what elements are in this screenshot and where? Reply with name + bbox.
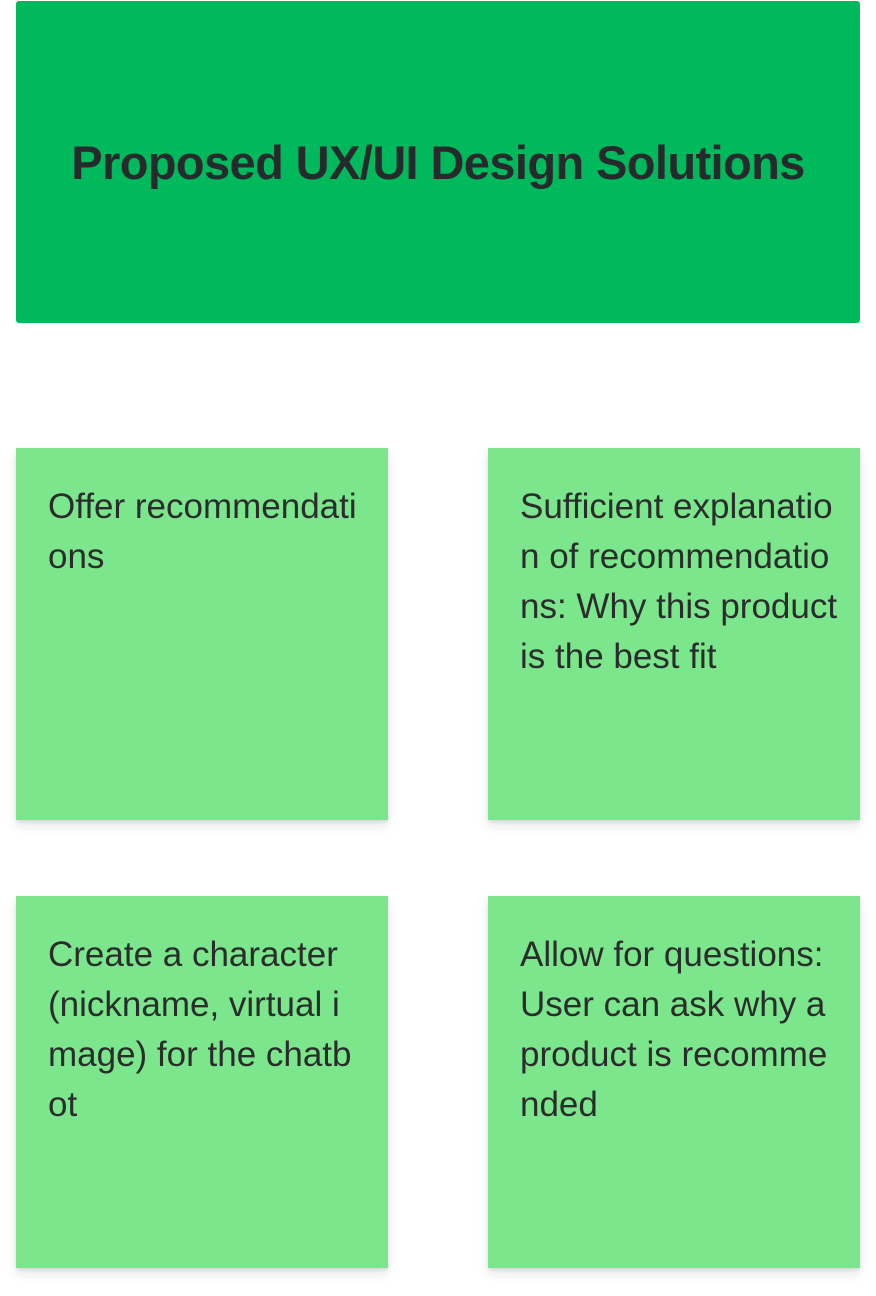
sticky-note-text: Offer recommendations	[48, 487, 357, 576]
page-title: Proposed UX/UI Design Solutions	[71, 135, 805, 189]
header-card: Proposed UX/UI Design Solutions	[16, 1, 860, 323]
sticky-note: Create a character (nickname, virtual im…	[16, 896, 388, 1268]
sticky-note: Offer recommendations	[16, 448, 388, 820]
sticky-note-text: Allow for questions: User can ask why a …	[520, 935, 828, 1124]
sticky-note: Sufficient explanation of recommendation…	[488, 448, 860, 820]
sticky-note-text: Create a character (nickname, virtual im…	[48, 935, 352, 1124]
sticky-note: Allow for questions: User can ask why a …	[488, 896, 860, 1268]
sticky-note-text: Sufficient explanation of recommendation…	[520, 487, 838, 676]
